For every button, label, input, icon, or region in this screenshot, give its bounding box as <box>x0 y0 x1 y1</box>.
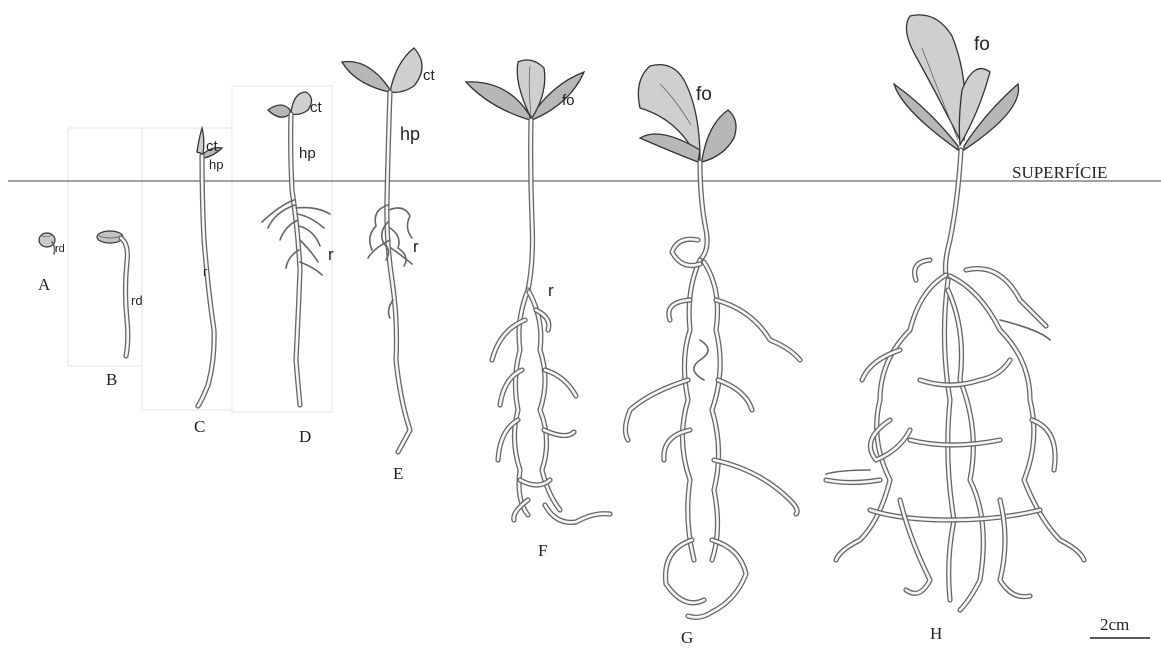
label-e-r: r <box>413 237 419 256</box>
label-c-ct: ct <box>206 138 219 155</box>
label-g-letter: G <box>681 628 693 647</box>
label-a-letter: A <box>38 275 51 294</box>
cotyledon-d-right <box>291 92 312 115</box>
label-d-ct: ct <box>310 99 323 116</box>
label-d-r: r <box>328 245 334 264</box>
root-mass-f <box>492 290 610 522</box>
seedling-e: ct hp r E <box>342 48 436 483</box>
seedling-f: fo r F <box>466 60 610 560</box>
leaf-g-right <box>702 110 736 162</box>
root-mass-g <box>625 239 800 617</box>
label-e-ct: ct <box>423 67 436 84</box>
label-c-hp: hp <box>209 157 223 172</box>
seedling-c: ct hp r C <box>194 128 223 436</box>
label-f-letter: F <box>538 541 547 560</box>
frame-d <box>232 86 332 412</box>
label-d-hp: hp <box>299 145 316 162</box>
label-g-fo: fo <box>696 84 712 105</box>
seed-a <box>39 233 55 247</box>
label-f-r: r <box>548 281 554 300</box>
scale-bar: 2cm <box>1090 615 1150 638</box>
label-h-fo: fo <box>974 34 990 55</box>
surface-label: SUPERFÍCIE <box>1012 163 1107 182</box>
label-f-fo: fo <box>562 92 575 109</box>
seedling-d: ct hp r D <box>262 92 334 446</box>
cotyledon-d-left <box>268 105 290 117</box>
seedling-a: rd A <box>38 233 65 294</box>
seedling-g: fo G <box>625 65 800 647</box>
label-e-letter: E <box>393 464 403 483</box>
label-a-rd: rd <box>55 243 65 255</box>
label-e-hp: hp <box>400 124 420 144</box>
cotyledon-c <box>197 128 204 154</box>
cotyledon-e-left <box>342 62 389 92</box>
scale-label: 2cm <box>1100 615 1129 634</box>
label-b-rd: rd <box>131 293 143 308</box>
label-c-letter: C <box>194 417 205 436</box>
label-c-r: r <box>203 264 208 279</box>
label-d-letter: D <box>299 427 311 446</box>
seedling-b: rd B <box>97 231 143 389</box>
seedling-h: fo H <box>826 15 1084 643</box>
label-h-letter: H <box>930 624 942 643</box>
cotyledon-e-right <box>390 48 422 92</box>
label-b-letter: B <box>106 370 117 389</box>
root-mass-h <box>826 260 1084 610</box>
frame-a-b <box>68 128 142 366</box>
